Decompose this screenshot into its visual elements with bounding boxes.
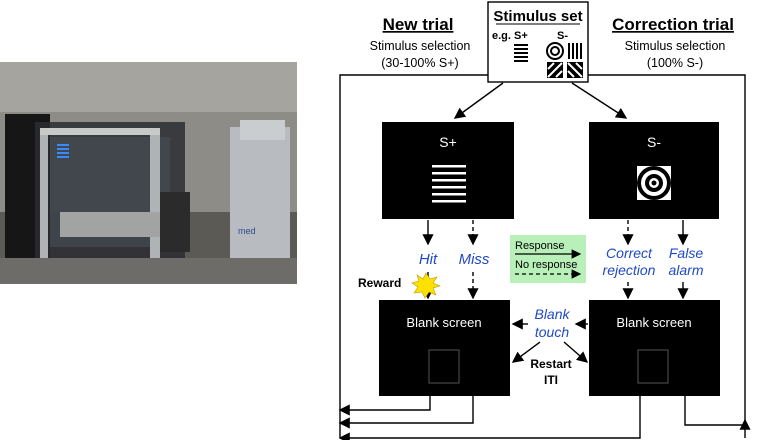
correction-trial-line1: Stimulus selection: [625, 39, 726, 53]
blank-screen-right: Blank screen: [589, 300, 720, 396]
correct-rejection-line2: rejection: [603, 262, 656, 278]
stimulus-example-label: e.g. S+: [492, 30, 528, 42]
blank-screen-right-label: Blank screen: [616, 315, 691, 330]
blank-touch-line1: Blank: [534, 306, 570, 322]
s-plus-grating-icon: [514, 44, 528, 62]
apparatus-photo: med: [0, 62, 297, 284]
grating-stimulus: [432, 165, 466, 203]
reward-star-icon: [411, 272, 441, 299]
miss-label: Miss: [459, 251, 490, 268]
false-alarm-line1: False: [669, 245, 703, 261]
correction-trial-title: Correction trial: [612, 15, 734, 34]
correct-rejection-line1: Correct: [606, 245, 653, 261]
restart-line2: ITI: [544, 373, 558, 387]
stimulus-s-minus-label: S-: [557, 30, 568, 42]
blank-screen-left: Blank screen: [379, 300, 510, 396]
legend: Response No response: [510, 235, 586, 283]
stimulus-glow: [57, 144, 69, 158]
new-trial-line2: (30-100% S+): [381, 56, 458, 70]
false-alarm-line2: alarm: [668, 262, 703, 278]
legend-response-label: Response: [515, 240, 565, 252]
correction-trial-line2: (100% S-): [647, 56, 703, 70]
new-trial-header: New trial Stimulus selection (30-100% S+…: [370, 15, 471, 70]
reward: Reward: [358, 272, 441, 299]
new-trial-title: New trial: [383, 15, 454, 34]
correction-trial-header: Correction trial Stimulus selection (100…: [612, 15, 734, 70]
s-plus-screen-label: S+: [439, 134, 457, 150]
concentric-stimulus: [637, 166, 671, 200]
loop-lines: [338, 74, 751, 440]
s-minus-screen: S-: [589, 122, 719, 219]
s-minus-patterns-icon: [546, 42, 583, 78]
med-label: med: [238, 226, 256, 236]
stimulus-set-box: Stimulus set e.g. S+ S-: [487, 1, 589, 83]
blank-screen-left-label: Blank screen: [406, 315, 481, 330]
hit-label: Hit: [419, 251, 438, 268]
new-trial-line1: Stimulus selection: [370, 39, 471, 53]
stimulus-set-title: Stimulus set: [493, 8, 582, 25]
legend-no-response-label: No response: [515, 259, 577, 271]
s-minus-screen-label: S-: [647, 134, 661, 150]
reward-label: Reward: [358, 276, 401, 290]
s-plus-screen: S+: [382, 122, 514, 219]
restart-line1: Restart: [530, 357, 571, 371]
blank-touch-line2: touch: [535, 324, 569, 340]
